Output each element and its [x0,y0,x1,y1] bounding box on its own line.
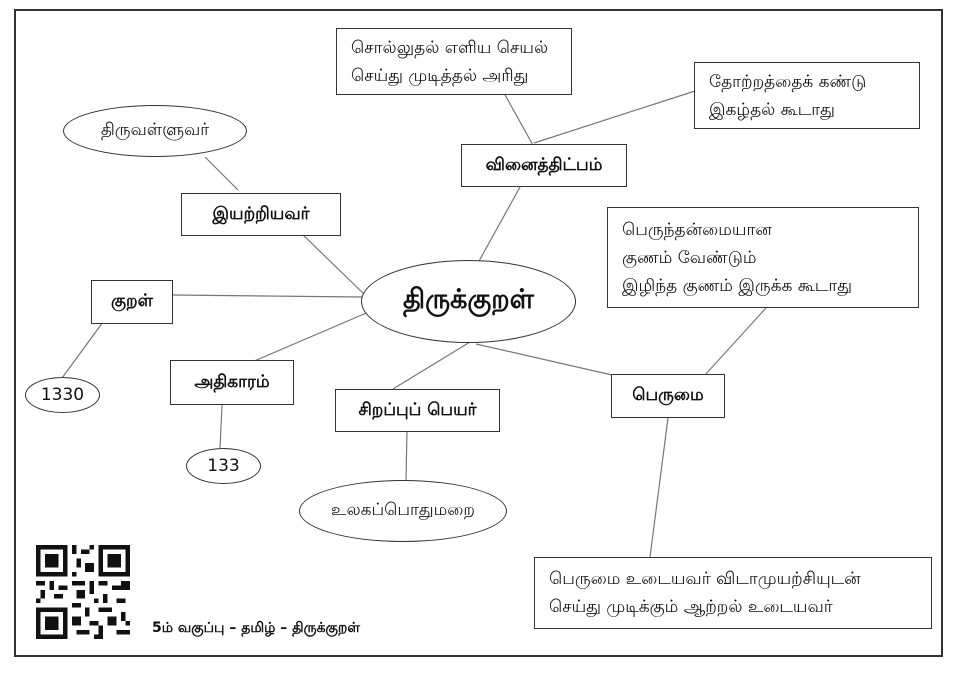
special-label-node: சிறப்புப் பெயர் [335,389,500,432]
link-effort-label-note2 [533,90,696,144]
link-center-chapter-label [251,307,379,363]
effort-label-node: வினைத்திட்பம் [461,144,627,187]
effort-note2-line1: தோற்றத்தைக் கண்டு [709,71,867,92]
link-effort-label-note1 [503,92,535,148]
link-center-author-label [299,231,366,296]
link-greatness-label-note1 [704,307,767,376]
author-node: திருவள்ளுவர் [63,105,247,157]
greatness-note2-line1: பெருமை உடையவர் விடாமுயற்சியுடன் [549,569,861,589]
center-node: திருக்குறள் [361,260,576,343]
effort-note2-line2: இகழ்தல் கூடாது [709,99,835,120]
greatness-note2-line2: செய்து முடிக்கும் ஆற்றல் உடையவர் [549,597,833,617]
effort-note1-line1: சொல்லுதல் எளிய செயல் [351,37,549,58]
link-greatness-label-note2 [649,417,669,558]
kural-label-node: குறள் [91,280,173,324]
greatness-note1-line1: பெருந்தன்மையான [622,219,772,240]
greatness-note1-line3: இழிந்த குணம் இருக்க கூடாது [622,275,853,296]
chapter-label-node: அதிகாரம் [170,360,294,405]
link-kural-label-count [61,321,104,379]
greatness-note1-line2: குணம் வேண்டும் [622,247,757,268]
link-center-special-label [392,341,471,390]
greatness-note2-node: பெருமை உடையவர் விடாமுயற்சியுடன் செய்து ம… [534,557,932,629]
link-chapter-label-count [219,404,223,449]
link-center-effort-label [477,186,521,264]
effort-note1-node: சொல்லுதல் எளிய செயல் செய்து முடித்தல் அர… [336,28,572,95]
link-special-label-name [405,429,408,481]
chapter-count-node: 133 [186,448,261,484]
qr-code-icon[interactable] [36,545,130,639]
kural-count-node: 1330 [25,377,100,413]
footer-caption: 5ம் வகுப்பு – தமிழ் – திருக்குறள் [152,620,361,636]
special-name-node: உலகப்பொதுமறை [299,480,507,542]
link-author-label-author [204,156,239,191]
link-center-kural-label [171,294,363,298]
link-center-greatness-label [475,343,613,376]
effort-note2-node: தோற்றத்தைக் கண்டு இகழ்தல் கூடாது [694,62,920,129]
effort-note1-line2: செய்து முடித்தல் அரிது [351,65,529,86]
greatness-note1-node: பெருந்தன்மையான குணம் வேண்டும் இழிந்த குண… [607,207,919,308]
greatness-label-node: பெருமை [611,374,725,418]
author-label-node: இயற்றியவர் [181,193,341,236]
